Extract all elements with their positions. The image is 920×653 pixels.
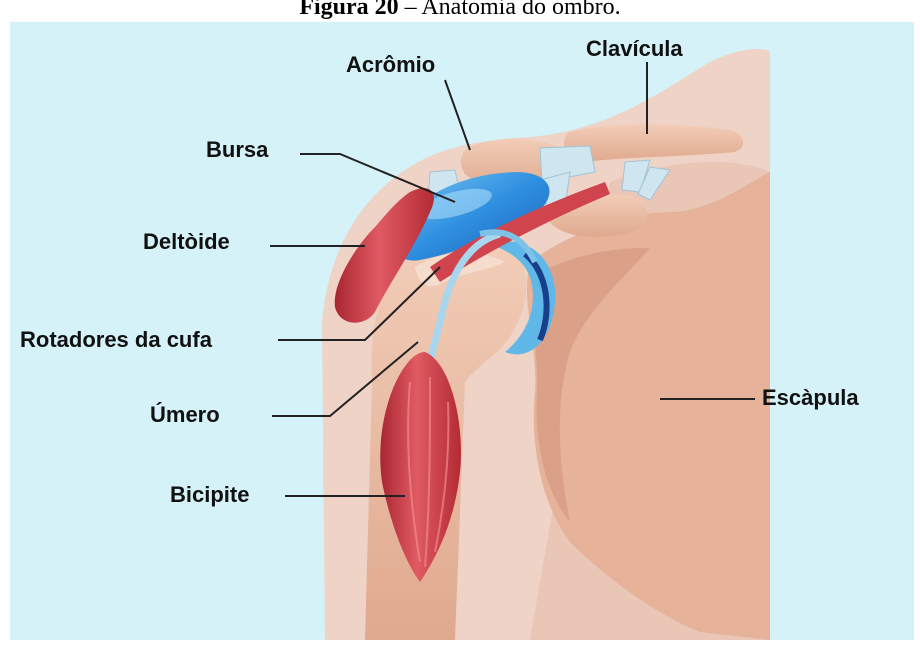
label-bursa: Bursa <box>206 137 268 163</box>
figure-caption: Figura 20 – Anatomia do ombro. <box>0 0 920 22</box>
shoulder-anatomy-illustration: Acrômio Clavícula Bursa Deltòide Rotador… <box>10 22 914 640</box>
label-escapula: Escàpula <box>762 385 859 411</box>
figure-title: – Anatomia do ombro. <box>399 0 621 20</box>
label-acromio: Acrômio <box>346 52 435 78</box>
label-clavicula: Clavícula <box>586 36 683 62</box>
figure-number: Figura 20 <box>299 0 398 20</box>
label-umero: Úmero <box>150 402 220 428</box>
label-bicipite: Bicipite <box>170 482 249 508</box>
label-rotadores: Rotadores da cufa <box>20 327 212 353</box>
label-deltoide: Deltòide <box>143 229 230 255</box>
